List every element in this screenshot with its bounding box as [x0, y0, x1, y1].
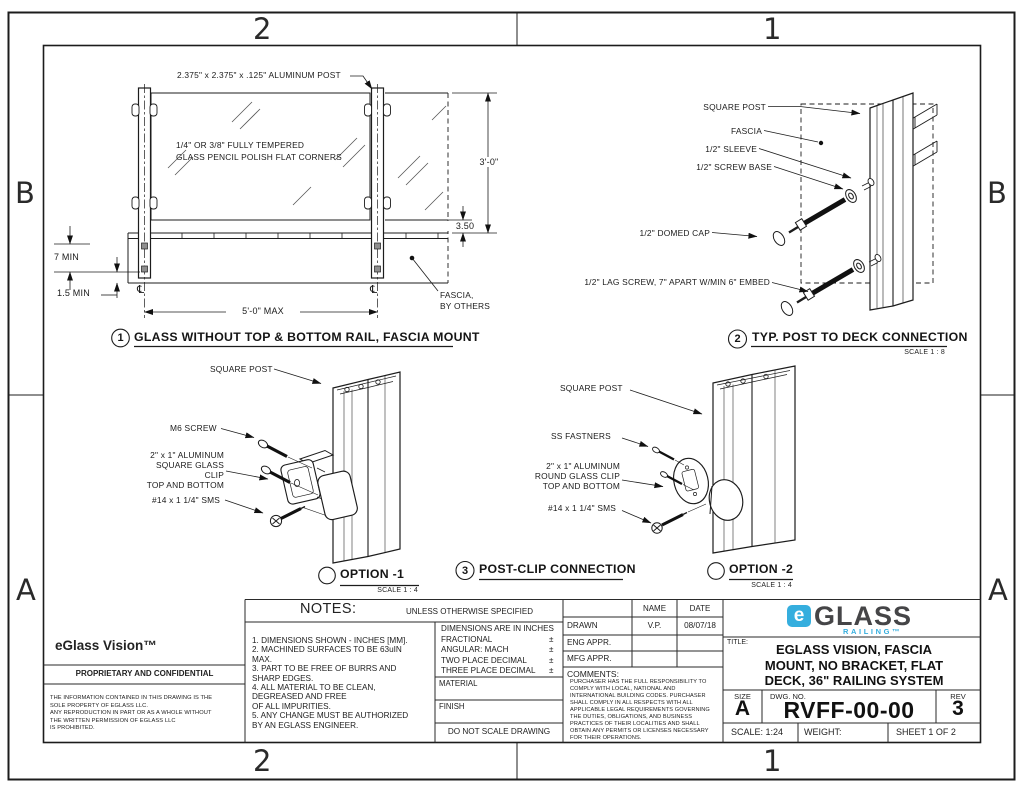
zone-bottom-1: 1: [763, 744, 782, 778]
zone-left-b: B: [15, 176, 35, 210]
zone-top-2: 2: [253, 12, 272, 46]
product-name: eGlass Vision™: [55, 638, 157, 653]
proprietary-heading: PROPRIETARY AND CONFIDENTIAL: [75, 669, 214, 678]
logo-glass-text: GLASS: [814, 601, 913, 631]
dwg-no-value: RVFF-00-00: [783, 697, 915, 723]
rev-value: 3: [952, 697, 964, 720]
d1-centerline-left: ℄: [137, 283, 145, 296]
d1-dim-glass-gap: 3.50: [447, 221, 483, 231]
tolerance-pm-column: ± ± ± ±: [549, 634, 554, 676]
drawn-date-value: 08/07/18: [684, 621, 716, 630]
material-label: MATERIAL: [439, 679, 478, 688]
notes-heading: NOTES:: [300, 601, 357, 617]
notes-text: 1. DIMENSIONS SHOWN - INCHES [MM]. 2. MA…: [252, 636, 409, 730]
finish-label: FINISH: [439, 702, 465, 711]
d2-lag-screw-label: 1/2" LAG SCREW, 7" APART W/MIN 6" EMBED: [584, 277, 770, 287]
d1-dim-edge: 1.5 MIN: [57, 288, 90, 298]
option1-isometric: [220, 368, 419, 587]
d1-detail-title: GLASS WITHOUT TOP & BOTTOM RAIL, FASCIA …: [134, 330, 480, 344]
opt2-clip-label: 2" x 1" ALUMINUM ROUND GLASS CLIP TOP AN…: [534, 461, 620, 491]
opt1-post-label: SQUARE POST: [210, 364, 273, 374]
d1-dim-height: 3'-0": [470, 157, 508, 167]
opt2-post-label: SQUARE POST: [560, 383, 623, 393]
title-label: TITLE:: [727, 639, 749, 646]
d1-fascia-label: FASCIA, BY OTHERS: [440, 290, 491, 311]
option2-isometric: [621, 365, 796, 581]
drawn-label: DRAWN: [567, 621, 598, 630]
do-not-scale-label: DO NOT SCALE DRAWING: [447, 727, 551, 736]
d2-detail-title: TYP. POST TO DECK CONNECTION: [752, 330, 968, 344]
d3-detail-title: POST-CLIP CONNECTION: [479, 562, 636, 576]
drawn-name-value: V.P.: [647, 621, 662, 630]
name-header: NAME: [642, 604, 667, 613]
d2-screw-base-label: 1/2" SCREW BASE: [696, 162, 772, 172]
d2-scale-label: SCALE 1 : 8: [904, 349, 945, 356]
proprietary-text: THE INFORMATION CONTAINED IN THIS DRAWIN…: [50, 695, 213, 732]
zone-right-b: B: [987, 176, 1007, 210]
notes-condition: UNLESS OTHERWISE SPECIFIED: [406, 607, 533, 616]
opt1-scale-label: SCALE 1 : 4: [377, 587, 418, 594]
opt2-scale-label: SCALE 1 : 4: [751, 582, 792, 589]
detail2-isometric: [711, 92, 947, 349]
opt1-title: OPTION -1: [340, 567, 405, 581]
d2-domed-cap-label: 1/2" DOMED CAP: [639, 228, 710, 238]
zone-top-1: 1: [763, 12, 782, 46]
opt1-m6-label: M6 SCREW: [170, 423, 217, 433]
scale-value: SCALE: 1:24: [731, 727, 784, 737]
tolerance-rows: DIMENSIONS ARE IN INCHES FRACTIONAL ANGU…: [441, 624, 554, 675]
d1-dim-embed: 7 MIN: [54, 252, 80, 262]
d2-sleeve-label: 1/2" SLEEVE: [705, 144, 757, 154]
opt2-title: OPTION -2: [729, 562, 794, 576]
d1-glass-label: 1/4" OR 3/8" FULLY TEMPERED GLASS PENCIL…: [176, 140, 342, 162]
opt2-sms-label: #14 x 1 1/4" SMS: [548, 503, 617, 513]
titleblock-grid: [43, 599, 981, 743]
d3-detail-number: 3: [461, 565, 469, 577]
weight-value: WEIGHT:: [804, 727, 842, 737]
zone-right-a: A: [988, 573, 1008, 607]
size-label: SIZE: [734, 692, 751, 701]
d2-detail-number: 2: [734, 333, 741, 345]
drawing-title: EGLASS VISION, FASCIA MOUNT, NO BRACKET,…: [764, 642, 944, 688]
date-header: DATE: [689, 604, 711, 613]
size-value: A: [734, 697, 751, 720]
d2-fascia-label: FASCIA: [731, 126, 762, 136]
eglass-railing-logo: e GLASS RAILING™: [787, 602, 937, 636]
zone-left-a: A: [16, 573, 36, 607]
opt2-fasteners-label: SS FASTNERS: [551, 431, 611, 441]
detail3-heading: [455, 560, 623, 581]
comments-label: COMMENTS:: [567, 669, 619, 679]
border-frame: [7, 11, 1016, 781]
comments-text: PURCHASER HAS THE FULL RESPONSIBILITY TO…: [570, 679, 710, 741]
detail1-elevation: [54, 75, 497, 348]
logo-railing-text: RAILING™: [843, 627, 903, 636]
logo-e-icon: e: [787, 605, 811, 627]
rev-label: REV: [950, 692, 966, 701]
zone-bottom-2: 2: [253, 744, 272, 778]
eng-appr-label: ENG APPR.: [567, 638, 612, 647]
d1-detail-number: 1: [117, 332, 124, 344]
d2-post-label: SQUARE POST: [703, 102, 766, 112]
d1-post-label: 2.375" x 2.375" x .125" ALUMINUM POST: [177, 70, 341, 80]
dwg-no-label: DWG. NO.: [770, 692, 806, 701]
mfg-appr-label: MFG APPR.: [567, 654, 612, 663]
d1-centerline-right: ℄: [370, 283, 378, 296]
opt1-sms-label: #14 x 1 1/4" SMS: [152, 495, 221, 505]
sheet-value: SHEET 1 OF 2: [896, 727, 956, 737]
opt1-clip-label: 2" x 1" ALUMINUM SQUARE GLASS CLIP TOP A…: [146, 450, 224, 490]
d1-dim-span: 5'-0" MAX: [226, 306, 300, 316]
